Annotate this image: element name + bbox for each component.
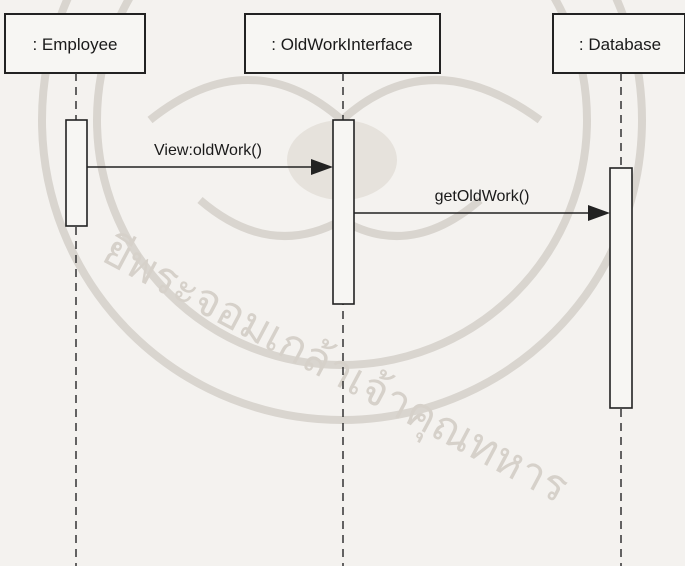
participant-label: : Employee bbox=[32, 35, 117, 54]
message-view-oldwork: View:oldWork() bbox=[87, 142, 333, 175]
message-getoldwork: getOldWork() bbox=[354, 188, 610, 221]
message-label: getOldWork() bbox=[435, 188, 530, 205]
activation-oldworkinterface bbox=[332, 119, 355, 305]
activation-database bbox=[609, 167, 633, 409]
arrowhead-icon bbox=[311, 159, 333, 175]
participant-label: : OldWorkInterface bbox=[271, 35, 412, 54]
participant-oldworkinterface: : OldWorkInterface bbox=[244, 13, 441, 74]
participant-box bbox=[244, 13, 441, 74]
arrowhead-icon bbox=[588, 205, 610, 221]
message-label: View:oldWork() bbox=[154, 142, 262, 159]
participant-box bbox=[4, 13, 146, 74]
participant-database: : Database bbox=[552, 13, 685, 74]
activation-employee bbox=[65, 119, 88, 227]
participant-box bbox=[552, 13, 685, 74]
participant-label: : Database bbox=[579, 35, 661, 54]
participant-employee: : Employee bbox=[4, 13, 146, 74]
